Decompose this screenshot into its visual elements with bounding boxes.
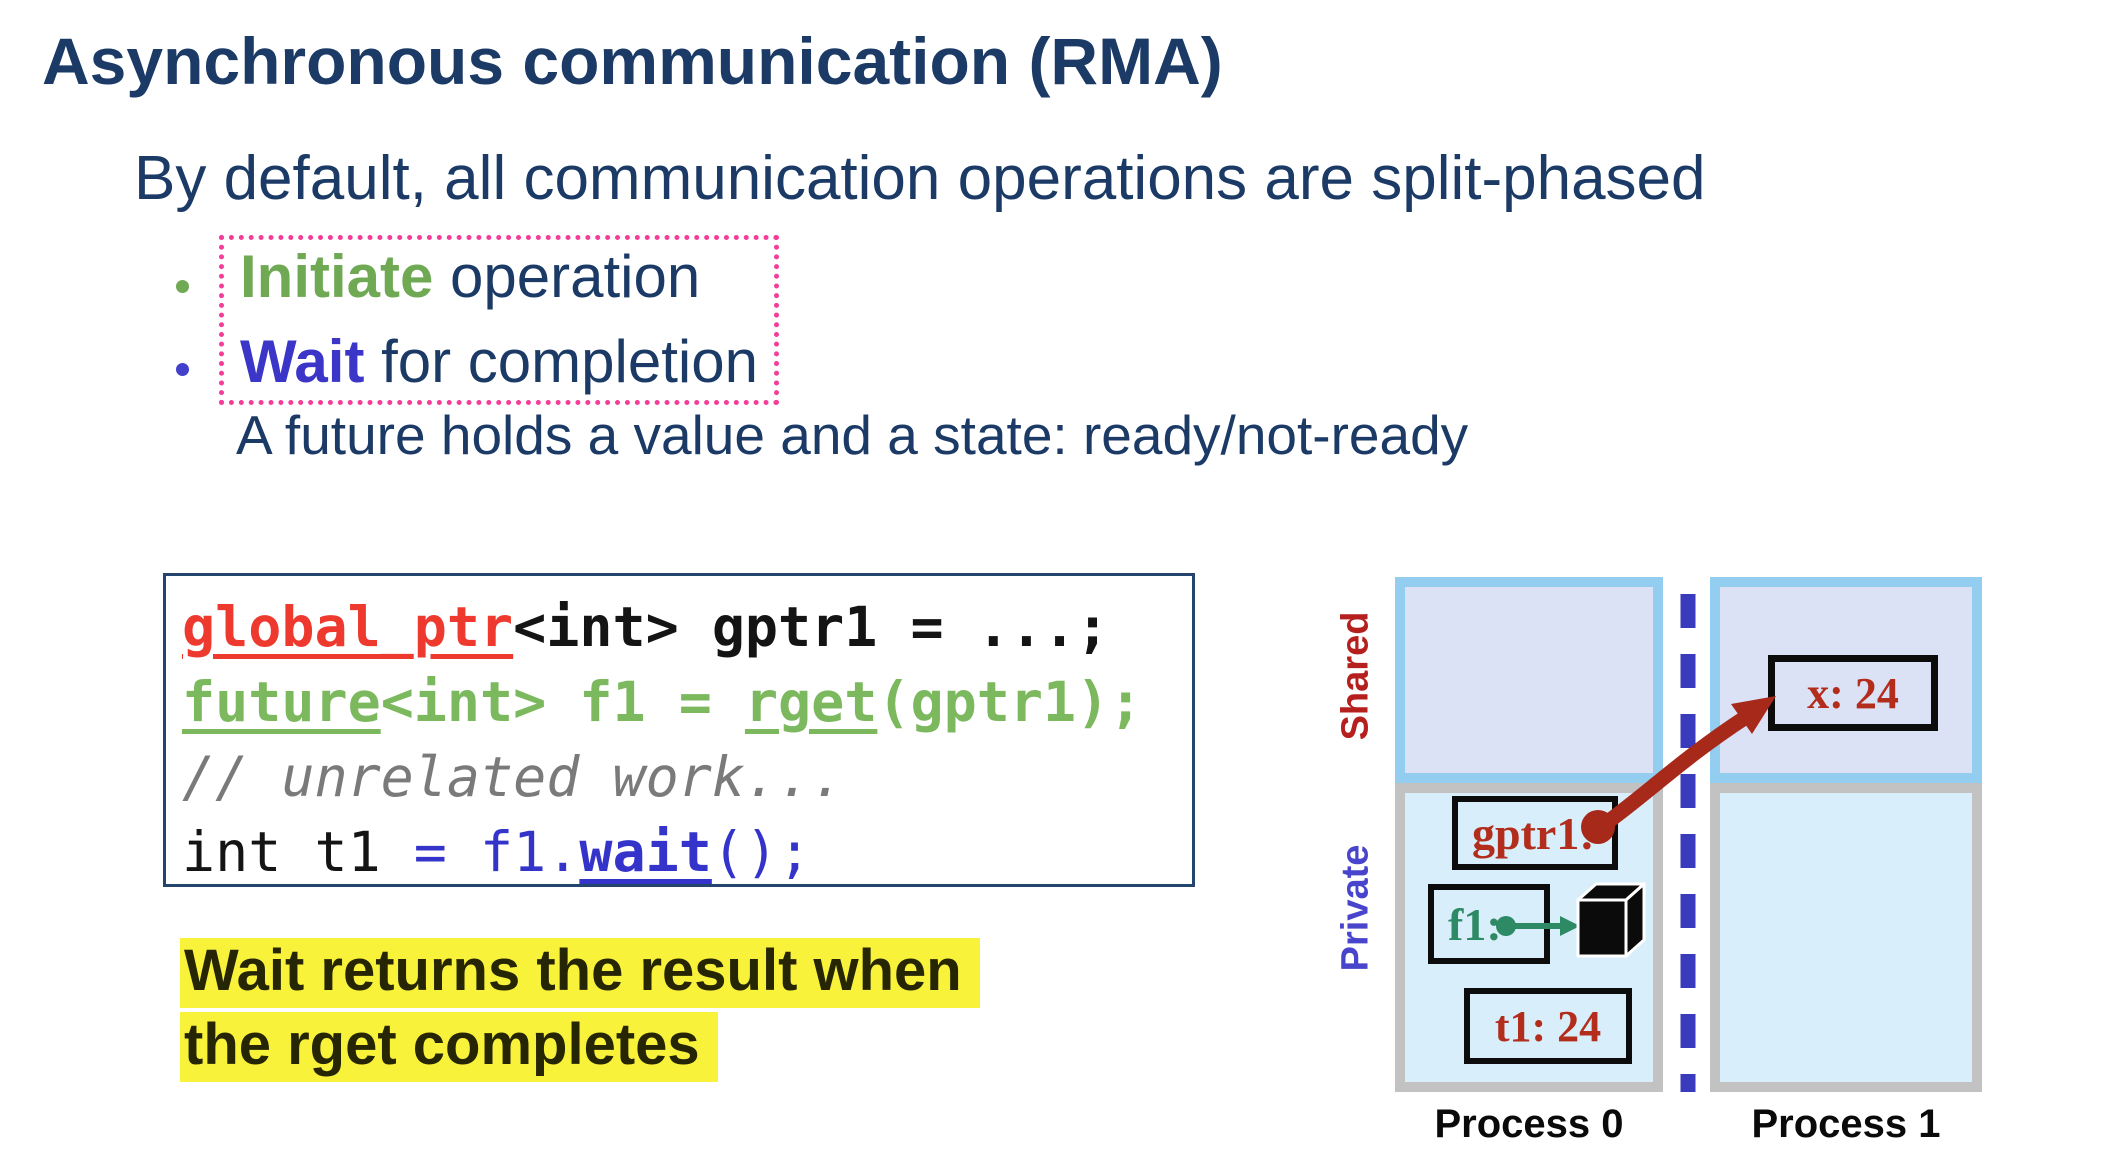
gptr1-variable-box: gptr1: bbox=[1452, 796, 1618, 870]
x-variable-box: x: 24 bbox=[1768, 655, 1938, 731]
code-line-2: future<int> f1 = rget(gptr1); bbox=[182, 670, 1143, 734]
highlight-caption: Wait returns the result when the rget co… bbox=[180, 938, 980, 1086]
private-region-label: Private bbox=[1334, 844, 1377, 972]
bullet-rest: operation bbox=[433, 243, 701, 310]
bullet-rest: for completion bbox=[364, 328, 758, 395]
code-token-rget: rget bbox=[744, 670, 878, 734]
code-snippet-box: global_ptr<int> gptr1 = ...; future<int>… bbox=[163, 573, 1195, 887]
bullet-emphasis-box bbox=[219, 235, 779, 405]
code-line-4: int t1 = f1.wait(); bbox=[182, 820, 812, 884]
process1-private-region bbox=[1710, 783, 1982, 1092]
code-token-wait: wait bbox=[579, 820, 712, 884]
code-token-global-ptr: global_ptr bbox=[182, 595, 514, 659]
bullet-wait: Wait for completion bbox=[240, 329, 758, 395]
bullet-keyword: Initiate bbox=[240, 243, 434, 310]
highlight-line: the rget completes bbox=[180, 1012, 718, 1082]
bullet-keyword: Wait bbox=[240, 328, 365, 395]
code-line-1: global_ptr<int> gptr1 = ...; bbox=[182, 595, 1110, 659]
process0-shared-region bbox=[1395, 577, 1663, 783]
bullet-initiate: Initiate operation bbox=[240, 244, 700, 310]
t1-variable-box: t1: 24 bbox=[1464, 988, 1632, 1064]
bullet-dot-icon bbox=[176, 280, 189, 293]
subtitle: By default, all communication operations… bbox=[134, 144, 1706, 213]
future-note: A future holds a value and a state: read… bbox=[236, 404, 1469, 466]
code-token-future: future bbox=[182, 670, 381, 734]
f1-variable-box: f1: bbox=[1428, 884, 1550, 964]
process1-label: Process 1 bbox=[1751, 1102, 1941, 1146]
process0-label: Process 0 bbox=[1434, 1102, 1624, 1146]
code-comment: // unrelated work... bbox=[182, 745, 845, 809]
shared-region-label: Shared bbox=[1334, 611, 1377, 741]
code-line-3: // unrelated work... bbox=[182, 740, 1192, 815]
bullet-dot-icon bbox=[176, 363, 189, 376]
highlight-line: Wait returns the result when bbox=[180, 938, 980, 1008]
page-title: Asynchronous communication (RMA) bbox=[42, 24, 1223, 98]
